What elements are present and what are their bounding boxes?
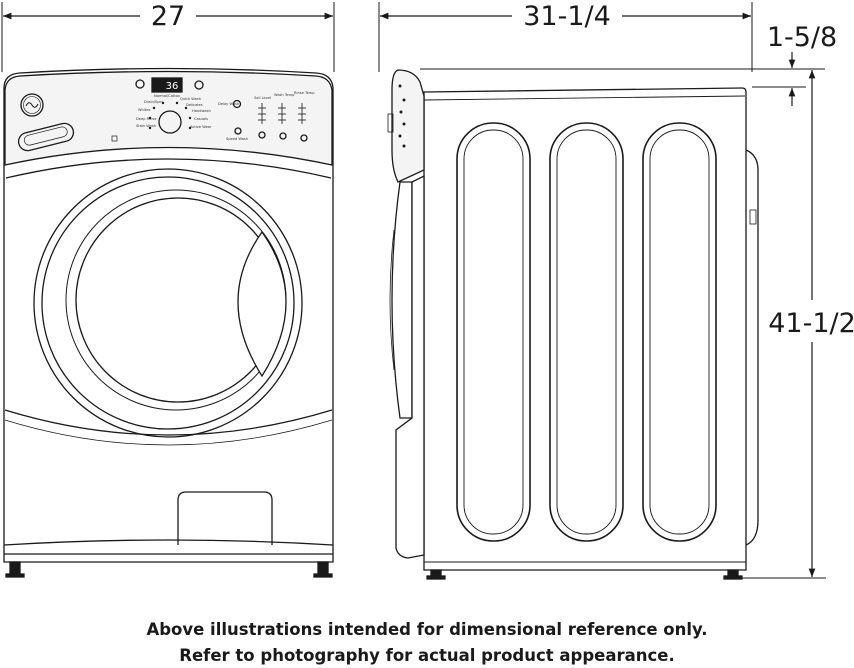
- side-rib-1-inner: [463, 129, 524, 535]
- side-rib-1: [456, 122, 531, 542]
- side-door-profile: [391, 181, 413, 419]
- delay-wash-button: [232, 99, 242, 109]
- width-dimension: 27: [1, 1, 335, 72]
- panel-label-casuals: Casuals: [194, 117, 208, 121]
- side-view: [387, 69, 759, 580]
- width-label: 27: [151, 1, 185, 32]
- panel-label-whites: Whites: [138, 108, 150, 112]
- front-foot-right: [317, 561, 329, 575]
- door-ring: [41, 176, 295, 430]
- side-top-edge: [423, 95, 746, 101]
- side-rib-3: [642, 122, 717, 542]
- control-panel: [4, 70, 333, 166]
- power-button: [135, 79, 145, 89]
- side-rib-3-inner: [649, 129, 710, 535]
- front-view: 36: [3, 67, 334, 578]
- side-foot-front: [430, 569, 442, 577]
- option-columns: [258, 103, 306, 124]
- side-console-dots: [398, 84, 406, 148]
- side-control-console: [391, 69, 425, 183]
- signal-button: [234, 127, 242, 135]
- height-label: 41-1/2: [768, 308, 854, 339]
- front-foot-left: [9, 561, 21, 575]
- panel-label-wash-temp: Wash Temp: [274, 93, 295, 97]
- dispenser-handle: [23, 126, 68, 146]
- door-offset-dimension: 1-5/8: [420, 22, 837, 106]
- start-button: [194, 80, 204, 90]
- lower-panel-edge-inner: [4, 419, 333, 446]
- door-offset-label: 1-5/8: [767, 22, 837, 53]
- panel-label-speed-wash: Speed Wash: [226, 137, 248, 141]
- panel-label-deep-rinse: Deep Rinse: [136, 117, 157, 121]
- panel-label-rinse-temp: Rinse Temp: [294, 91, 315, 95]
- height-dimension: 41-1/2: [742, 70, 854, 579]
- door-bezel: [33, 168, 303, 438]
- panel-label-delay-wash: Delay Wash: [218, 102, 239, 106]
- panel-labels: Soil Level Wash Temp Rinse Temp Delay Wa…: [136, 91, 315, 141]
- panel-label-normal: Normal/Cotton: [154, 94, 180, 98]
- drain-access-panel: [177, 491, 273, 545]
- side-body: [423, 87, 747, 571]
- side-door-handle: [389, 229, 395, 371]
- side-foot-back-pad: [723, 575, 743, 580]
- caption-line-2: Refer to photography for actual product …: [179, 646, 675, 665]
- back-connector: [749, 209, 757, 225]
- panel-label-active-wear: Active Wear: [190, 125, 212, 129]
- side-foot-front-pad: [426, 575, 446, 580]
- depth-dimension: 31-1/4: [378, 1, 753, 72]
- side-rib-2-inner: [556, 129, 617, 535]
- lower-panel-edge: [4, 409, 333, 436]
- dispenser-drawer: [17, 122, 75, 152]
- side-back-panel: [745, 149, 759, 546]
- rinse-temp-button: [300, 134, 308, 142]
- front-foot-left-pad: [5, 573, 25, 578]
- panel-lower-edge: [5, 158, 332, 179]
- panel-badge-icon: [111, 135, 118, 142]
- panel-label-soil-level: Soil Level: [254, 96, 271, 100]
- front-foot-right-pad: [313, 573, 333, 578]
- side-console-knob: [387, 113, 394, 133]
- panel-label-drain-spin: Drain/Spin: [144, 100, 163, 104]
- wash-temp-button: [279, 132, 287, 140]
- cycle-indicator-dots: [148, 101, 192, 130]
- display-readout: 36: [166, 81, 179, 92]
- panel-label-delicates: Delicates: [186, 103, 203, 107]
- cycle-knob: [158, 110, 182, 134]
- panel-label-handwash: Handwash: [192, 109, 211, 113]
- caption-line-1: Above illustrations intended for dimensi…: [146, 620, 708, 639]
- display-window: [151, 77, 183, 93]
- door-handle: [237, 230, 287, 378]
- kick-plate-top: [3, 539, 334, 546]
- side-foot-back: [727, 569, 739, 577]
- depth-label: 31-1/4: [523, 1, 611, 32]
- soil-level-button: [258, 131, 266, 139]
- side-rib-2: [549, 122, 624, 542]
- panel-label-quick-wash: Quick Wash: [180, 97, 201, 101]
- side-lower-front: [395, 174, 425, 559]
- ge-logo: [20, 93, 44, 117]
- panel-label-stain-wash: Stain Wash: [136, 124, 156, 128]
